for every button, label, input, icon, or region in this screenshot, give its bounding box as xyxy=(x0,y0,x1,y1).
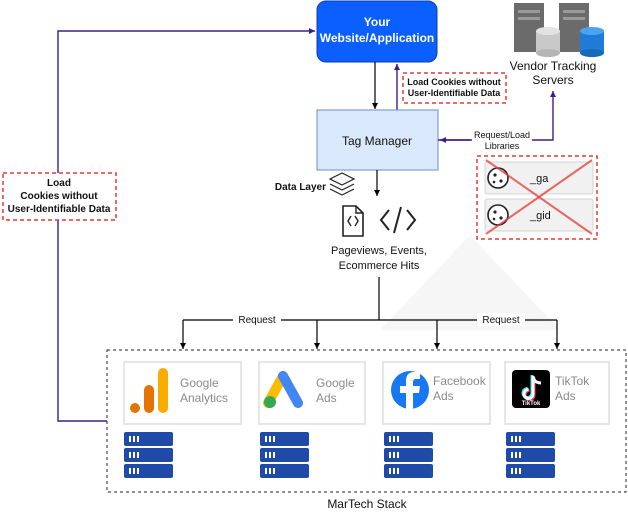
server-stack-icon xyxy=(260,432,309,478)
platform-name-line1: Google xyxy=(316,376,355,390)
platform-name-line1: Google xyxy=(180,376,219,390)
note-top-line1: Load Cookies without xyxy=(407,77,501,87)
vendor-label-line1: Vendor Tracking xyxy=(510,59,597,73)
edge-request-load-line2: Libraries xyxy=(485,141,520,151)
code-brackets-icon xyxy=(379,206,417,234)
tiktok-logo-text: TikTok xyxy=(522,401,541,407)
layers-icon xyxy=(328,172,356,196)
platform-name-line2: Analytics xyxy=(180,391,228,405)
hits-label-line2: Ecommerce Hits xyxy=(339,260,420,272)
note-left-line2: Cookies without xyxy=(20,191,98,202)
cross-out-line xyxy=(485,159,593,235)
cookie-name-ga: _ga xyxy=(529,173,549,185)
note-load-cookies-top: Load Cookies without User-Identifiable D… xyxy=(402,72,507,104)
note-load-cookies-left: Load Cookies without User-Identifiable D… xyxy=(2,172,117,221)
google-analytics-icon xyxy=(130,368,168,413)
note-left-line1: Load xyxy=(47,178,71,189)
cookie-icon xyxy=(487,167,509,189)
website-label-line1: Your xyxy=(364,15,391,29)
cookie-name-gid: _gid xyxy=(529,210,551,222)
edge-label-bg xyxy=(233,313,281,326)
platform-name-line1: TikTok xyxy=(555,374,590,388)
tag-manager-node[interactable]: Tag Manager xyxy=(316,109,439,171)
edge-stack-to-website xyxy=(57,28,315,422)
facebook-icon xyxy=(391,371,429,410)
website-node[interactable]: Your Website/Application xyxy=(316,0,438,63)
platform-google-ads[interactable]: Google Ads xyxy=(258,361,366,425)
server-stacks xyxy=(124,432,555,478)
tiktok-icon: TikTok xyxy=(512,370,550,408)
vendor-label-line2: Servers xyxy=(532,73,573,87)
tag-manager-label: Tag Manager xyxy=(342,134,412,148)
note-left-line3: User-Identifiable Data xyxy=(8,204,111,215)
background-shape xyxy=(380,235,560,330)
hits-label-line1: Pageviews, Events, xyxy=(331,245,427,257)
data-layer-label: Data Layer xyxy=(275,182,326,193)
edge-label-bg xyxy=(472,128,532,152)
platform-tiktok-ads[interactable]: TikTok TikTok Ads xyxy=(504,361,610,425)
server-stack-icon xyxy=(506,432,555,478)
google-ads-icon xyxy=(263,371,303,408)
martech-stack-label: MarTech Stack xyxy=(327,497,407,511)
note-top-line2: User-Identifiable Data xyxy=(408,88,502,98)
server-stack-icon xyxy=(384,432,433,478)
platform-google-analytics[interactable]: Google Analytics xyxy=(123,361,242,425)
edge-request-load-line1: Request/Load xyxy=(474,130,530,140)
platform-name-line2: Ads xyxy=(316,391,337,405)
platform-name-line1: Facebook xyxy=(433,374,487,388)
cookie-icon xyxy=(487,204,509,226)
edge-request-right: Request xyxy=(482,315,519,326)
website-label-line2: Website/Application xyxy=(320,31,434,45)
platform-name-line2: Ads xyxy=(555,389,576,403)
code-file-icon xyxy=(342,205,364,237)
platform-name-line2: Ads xyxy=(433,389,454,403)
edge-request-left: Request xyxy=(238,315,275,326)
platform-facebook-ads[interactable]: Facebook Ads xyxy=(382,361,491,425)
edge-label-bg xyxy=(477,313,525,326)
vendor-servers-icon xyxy=(514,3,604,57)
server-stack-icon xyxy=(124,432,173,478)
cookies-box: _ga _gid xyxy=(476,155,598,240)
